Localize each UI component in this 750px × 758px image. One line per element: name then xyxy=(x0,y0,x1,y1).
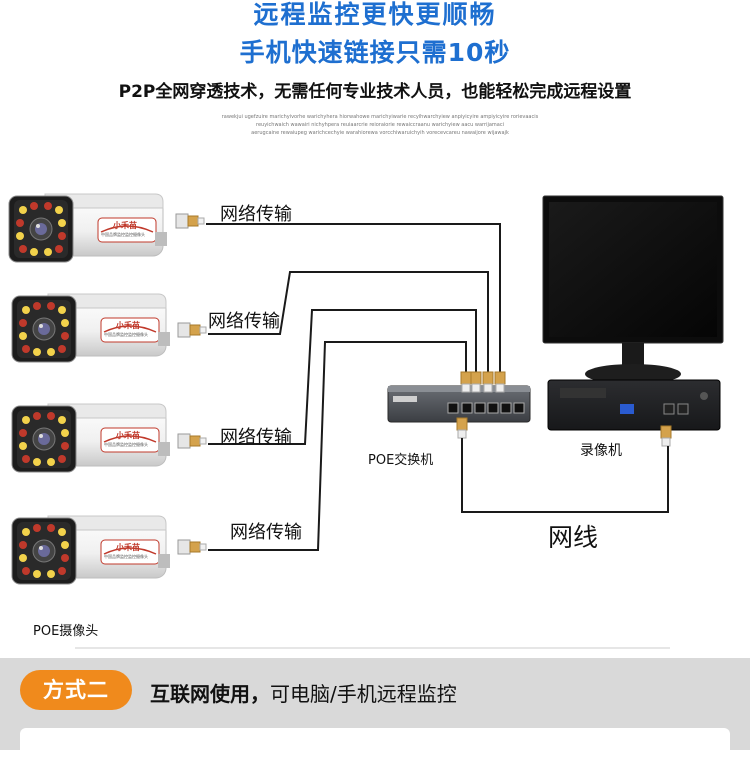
camera-2-badge: 中国品牌监控监控摄像头 xyxy=(104,332,148,337)
camera-3-brand: 小禾苗 xyxy=(116,431,140,440)
method-description-bold: 互联网使用， xyxy=(150,682,270,706)
nvr-recorder xyxy=(547,379,721,447)
camera-2-brand: 小禾苗 xyxy=(116,321,140,330)
camera-caption: POE摄像头 xyxy=(33,624,99,639)
camera-4-brand: 小禾苗 xyxy=(116,543,140,552)
wire-label-3: 网络传输 xyxy=(220,427,292,448)
subtitle: P2P全网穿透技术，无需任何专业技术人员，也能轻松完成远程设置 xyxy=(118,82,632,102)
network-cables xyxy=(206,223,501,551)
next-section-card xyxy=(20,728,730,758)
uplink-cable xyxy=(461,438,669,513)
method-description-rest: 可电脑/手机远程监控 xyxy=(270,682,457,706)
method-badge: 方式二 xyxy=(20,670,132,710)
fine-print-line-1: rawekjui ugefzuire marichyivorhe warichy… xyxy=(221,114,539,120)
camera-1-badge: 中国品牌监控监控摄像头 xyxy=(101,232,145,237)
wire-label-4: 网络传输 xyxy=(230,522,302,543)
main-title: 远程监控更快更顺畅 xyxy=(253,0,497,29)
nvr-caption: 录像机 xyxy=(580,443,622,459)
network-diagram xyxy=(8,193,724,649)
secondary-title: 手机快速链接只需10秒 xyxy=(239,38,511,67)
wire-label-2: 网络传输 xyxy=(208,311,280,332)
poe-camera-3 xyxy=(11,403,171,473)
poe-camera-4 xyxy=(11,515,171,585)
switch-caption: POE交换机 xyxy=(368,453,434,468)
fine-print-line-3: aerugcaine rewaiupeg warichcechyie warah… xyxy=(251,130,509,136)
method-description: 互联网使用，可电脑/手机远程监控 xyxy=(150,678,457,707)
poe-camera-2 xyxy=(11,293,171,363)
monitor xyxy=(542,195,724,384)
poe-switch xyxy=(387,371,531,423)
camera-3-badge: 中国品牌监控监控摄像头 xyxy=(104,442,148,447)
camera-1-brand: 小禾苗 xyxy=(113,221,137,230)
camera-4-badge: 中国品牌监控监控摄像头 xyxy=(104,554,148,559)
fine-print-line-2: reuyichwaich wawairi nichyhpera reuiaarc… xyxy=(256,122,504,128)
cable-caption: 网线 xyxy=(548,523,599,552)
wire-label-1: 网络传输 xyxy=(220,204,292,225)
poe-camera-1 xyxy=(8,193,168,263)
